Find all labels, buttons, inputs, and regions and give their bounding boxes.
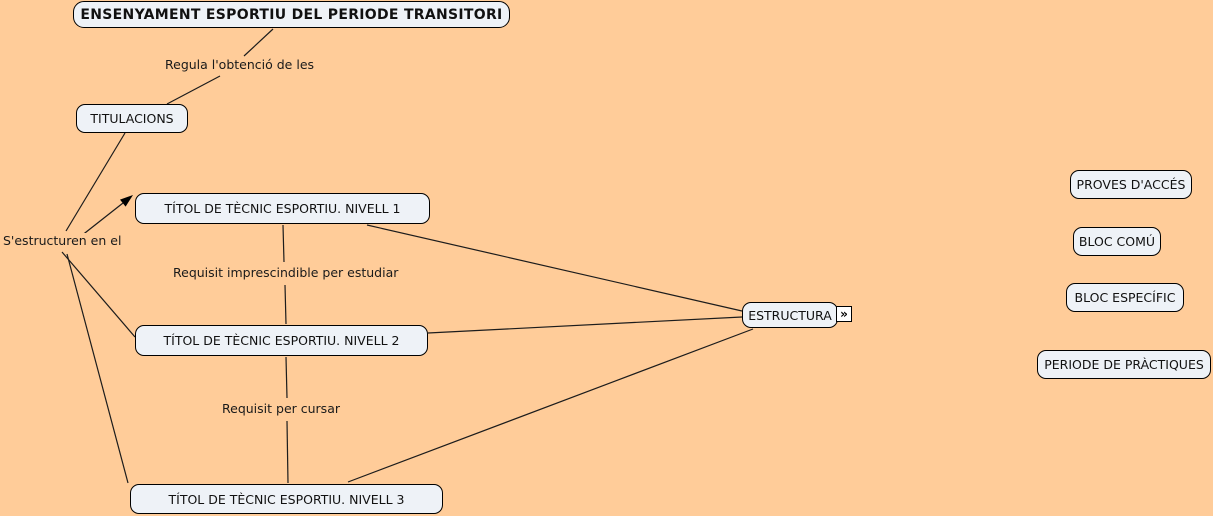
concept-node-nivell2-label: TÍTOL DE TÈCNIC ESPORTIU. NIVELL 2	[163, 333, 400, 348]
link-phrase-regula: Regula l'obtenció de les	[163, 57, 317, 72]
concept-node-periode-practiques[interactable]: PERIODE DE PRÀCTIQUES	[1037, 350, 1211, 379]
concept-node-titulacions[interactable]: TITULACIONS	[76, 104, 188, 133]
concept-node-bloc-especific[interactable]: BLOC ESPECÍFIC	[1066, 283, 1184, 312]
concept-node-root-label: ENSENYAMENT ESPORTIU DEL PERIODE TRANSIT…	[80, 6, 503, 23]
concept-node-nivell2[interactable]: TÍTOL DE TÈCNIC ESPORTIU. NIVELL 2	[135, 325, 428, 356]
link-phrase-requisit-estudiar: Requisit imprescindible per estudiar	[171, 265, 401, 280]
arrowhead	[120, 195, 133, 207]
concept-node-periode-practiques-label: PERIODE DE PRÀCTIQUES	[1044, 357, 1204, 372]
concept-node-nivell1-label: TÍTOL DE TÈCNIC ESPORTIU. NIVELL 1	[164, 201, 401, 216]
link-phrase-estructuren: S'estructuren en el	[1, 233, 124, 248]
concept-node-estructura-label: ESTRUCTURA	[748, 307, 832, 323]
expand-chevrons-glyph: »	[840, 307, 848, 321]
link-phrase-requisit-cursar: Requisit per cursar	[220, 401, 342, 416]
concept-node-titulacions-label: TITULACIONS	[90, 111, 174, 126]
concept-node-bloc-comu-label: BLOC COMÚ	[1078, 234, 1156, 249]
concept-node-nivell1[interactable]: TÍTOL DE TÈCNIC ESPORTIU. NIVELL 1	[135, 193, 430, 224]
concept-node-nivell3-label: TÍTOL DE TÈCNIC ESPORTIU. NIVELL 3	[168, 491, 405, 507]
concept-node-bloc-comu[interactable]: BLOC COMÚ	[1073, 227, 1161, 256]
concept-node-root[interactable]: ENSENYAMENT ESPORTIU DEL PERIODE TRANSIT…	[73, 1, 510, 28]
concept-node-nivell3[interactable]: TÍTOL DE TÈCNIC ESPORTIU. NIVELL 3	[130, 484, 443, 514]
concept-node-bloc-especific-label: BLOC ESPECÍFIC	[1074, 290, 1176, 305]
expand-chevrons-icon[interactable]: »	[836, 306, 852, 322]
concept-node-proves-acces-label: PROVES D'ACCÉS	[1076, 177, 1186, 192]
concept-node-estructura[interactable]: ESTRUCTURA	[742, 302, 838, 328]
concept-node-proves-acces[interactable]: PROVES D'ACCÉS	[1070, 170, 1192, 199]
